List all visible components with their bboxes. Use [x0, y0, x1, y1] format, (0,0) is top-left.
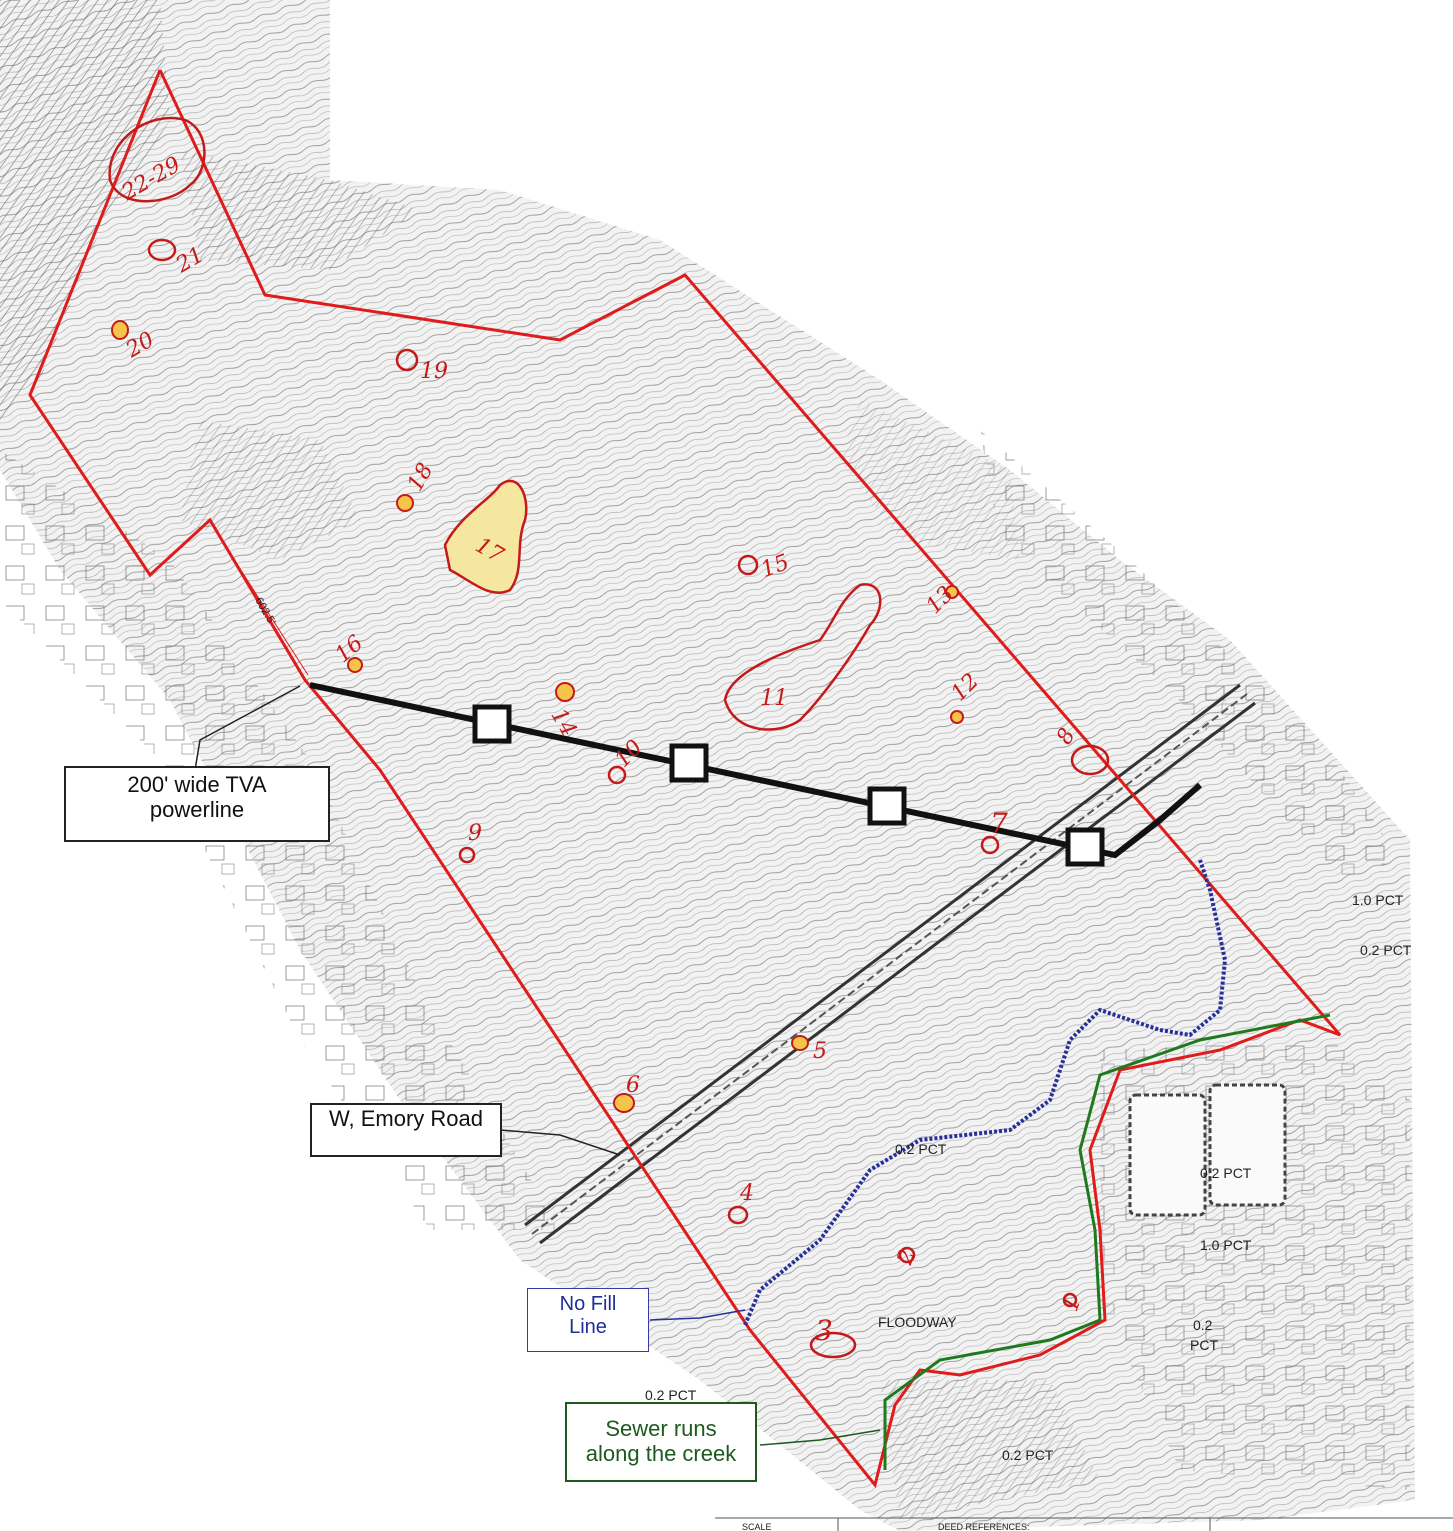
sinkhole-label-5: 5: [813, 1039, 827, 1064]
sinkhole-dot-5: [791, 1035, 809, 1051]
no-fill-line-callout: No Fill Line: [527, 1288, 649, 1352]
sinkhole-dot-20: [111, 320, 129, 340]
sewer-callout: Sewer runs along the creek: [565, 1402, 757, 1482]
pct-label-right-1: 1.0 PCT: [1352, 892, 1404, 908]
tva-powerline-line-1: 200' wide TVA: [127, 772, 267, 797]
no-fill-line-2: Line: [569, 1316, 607, 1338]
sinkhole-outline-3: [809, 1331, 857, 1359]
sinkholes: [108, 116, 1110, 1359]
emory-road-label: W, Emory Road: [328, 1106, 484, 1131]
pct-label-pond-b: PCT: [1190, 1337, 1218, 1353]
sinkhole-outline-21: [147, 238, 177, 262]
sinkhole-label-9: 9: [468, 821, 482, 846]
sinkhole-dot-12: [950, 710, 964, 724]
detention-ponds: [1128, 1083, 1287, 1217]
sewer-line: [883, 1013, 1331, 1470]
sinkhole-label-4: 4: [739, 1181, 754, 1206]
deed-references-label: DEED REFERENCES:: [938, 1522, 1030, 1531]
tva-powerline-callout: 200' wide TVA powerline: [64, 766, 330, 842]
sinkhole-outline-19: [395, 348, 419, 372]
pct-label-1: 1.0 PCT: [1200, 1237, 1252, 1253]
no-fill-line: [743, 859, 1228, 1326]
map-labels: FLOODWAY 0.2 PCT 1.0 PCT 1.0 PCT 0.2 PCT…: [645, 892, 1412, 1463]
sinkhole-outline-9: [458, 846, 476, 864]
sinkhole-outline-11: [723, 583, 882, 731]
no-fill-line-1: No Fill: [559, 1293, 617, 1315]
emory-road: [524, 683, 1256, 1245]
sinkhole-label-7: 7: [990, 807, 1008, 840]
title-block-strip: SCALE DEED REFERENCES:: [715, 1517, 1453, 1531]
sinkhole-dot-16: [347, 657, 363, 673]
tva-powerline-line-2: powerline: [149, 797, 245, 823]
property-boundary: [28, 69, 1342, 1489]
floodway-label: FLOODWAY: [878, 1314, 957, 1330]
pct-label-floodway: 0.2 PCT: [895, 1141, 947, 1157]
sewer-line-1: Sewer runs: [605, 1416, 717, 1441]
pct-label-lower-right: 0.2 PCT: [1002, 1447, 1054, 1463]
sinkhole-outline-1: [1062, 1292, 1078, 1308]
sinkhole-dot-14: [555, 682, 575, 702]
sinkhole-dot-18: [396, 494, 414, 512]
sinkhole-label-6: 6: [626, 1073, 640, 1098]
sinkhole-outline-7: [980, 835, 1000, 855]
sewer-line-2: along the creek: [585, 1441, 737, 1467]
sinkhole-dot-13: [945, 585, 959, 599]
sinkhole-outline-4: [727, 1205, 749, 1225]
sinkhole-outline-22-29: [108, 116, 206, 203]
dimension-line: [211, 524, 309, 676]
pct-label-right-2: 0.2 PCT: [1360, 942, 1412, 958]
emory-road-callout: W, Emory Road: [310, 1103, 502, 1157]
sinkhole-label-11: 11: [760, 686, 788, 711]
leader-lines: [194, 685, 881, 1446]
scale-label: SCALE: [742, 1522, 772, 1531]
pct-label-left: 0.2 PCT: [645, 1387, 697, 1403]
sinkhole-outline-8: [1070, 744, 1110, 776]
pct-label-pond: 0.2 PCT: [1200, 1165, 1252, 1181]
sinkhole-outline-2: [898, 1246, 916, 1264]
sinkhole-outline-15: [737, 554, 759, 576]
sinkhole-outline-10: [607, 765, 627, 785]
sinkhole-label-19: 19: [420, 359, 448, 384]
pct-label-pond-a: 0.2: [1193, 1317, 1213, 1333]
sinkhole-label-3: 3: [815, 1314, 833, 1347]
sinkhole-dot-6: [613, 1093, 635, 1113]
sinkhole-outline-17: [443, 479, 528, 594]
tva-powerline: [309, 682, 1202, 867]
